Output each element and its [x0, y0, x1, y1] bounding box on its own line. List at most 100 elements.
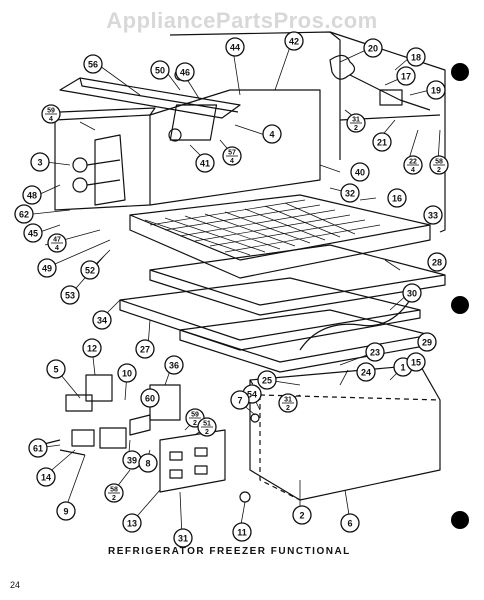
callout-25: 25 — [257, 370, 277, 390]
svg-text:47: 47 — [53, 237, 61, 244]
svg-text:34: 34 — [97, 316, 107, 326]
svg-text:2: 2 — [193, 420, 197, 427]
callout-2: 2 — [292, 505, 312, 525]
crisper-cover — [149, 244, 446, 306]
callout-31: 31 — [173, 528, 193, 548]
callout-22-4: 224 — [403, 155, 423, 175]
svg-text:16: 16 — [392, 194, 402, 204]
callout-9: 9 — [56, 501, 76, 521]
callout-49: 49 — [37, 258, 57, 278]
svg-text:50: 50 — [155, 66, 165, 76]
svg-text:40: 40 — [355, 168, 365, 178]
callout-6: 6 — [340, 513, 360, 533]
watermark: AppliancePartsPros.com — [106, 8, 378, 33]
callout-57-4: 574 — [222, 146, 242, 166]
callout-24: 24 — [356, 362, 376, 382]
svg-text:4: 4 — [230, 158, 234, 165]
callout-53: 53 — [60, 285, 80, 305]
svg-text:4: 4 — [49, 116, 53, 123]
callout-17: 17 — [396, 66, 416, 86]
callout-5: 5 — [46, 359, 66, 379]
svg-text:10: 10 — [122, 369, 132, 379]
svg-text:44: 44 — [230, 43, 240, 53]
svg-text:53: 53 — [65, 291, 75, 301]
svg-text:41: 41 — [200, 159, 210, 169]
svg-text:25: 25 — [262, 376, 272, 386]
svg-text:46: 46 — [180, 68, 190, 78]
callout-52: 52 — [80, 260, 100, 280]
svg-text:57: 57 — [228, 150, 236, 157]
svg-text:2: 2 — [112, 495, 116, 502]
callout-31-2: 312 — [346, 113, 366, 133]
svg-text:59: 59 — [47, 108, 55, 115]
svg-text:17: 17 — [401, 72, 411, 82]
callout-39: 39 — [122, 450, 142, 470]
svg-text:39: 39 — [127, 456, 137, 466]
callout-34: 34 — [92, 310, 112, 330]
callout-3: 3 — [30, 152, 50, 172]
page-number: 24 — [10, 580, 21, 590]
svg-text:31: 31 — [284, 397, 292, 404]
svg-text:7: 7 — [237, 396, 242, 406]
svg-text:45: 45 — [28, 229, 38, 239]
svg-text:56: 56 — [88, 60, 98, 70]
callout-31-2: 312 — [278, 393, 298, 413]
binder-hole-top — [451, 63, 469, 81]
callout-41: 41 — [195, 153, 215, 173]
svg-text:19: 19 — [431, 86, 441, 96]
callout-4: 4 — [262, 124, 282, 144]
callout-30: 30 — [402, 283, 422, 303]
binder-hole-bottom — [451, 511, 469, 529]
callout-44: 44 — [225, 37, 245, 57]
top-rail — [59, 77, 241, 119]
callout-32: 32 — [340, 183, 360, 203]
fan-blade — [329, 54, 356, 80]
callout-51-2: 512 — [197, 417, 217, 437]
callout-40: 40 — [350, 162, 370, 182]
callout-12: 12 — [82, 338, 102, 358]
callout-45: 45 — [23, 223, 43, 243]
callout-48: 48 — [22, 185, 42, 205]
callout-59-4: 594 — [41, 104, 61, 124]
cabinet-top-panel — [169, 31, 446, 233]
callout-46: 46 — [175, 62, 195, 82]
svg-text:28: 28 — [432, 258, 442, 268]
svg-text:4: 4 — [269, 130, 274, 140]
svg-text:20: 20 — [368, 44, 378, 54]
svg-text:49: 49 — [42, 264, 52, 274]
svg-text:9: 9 — [63, 507, 68, 517]
callout-21: 21 — [372, 132, 392, 152]
svg-text:52: 52 — [85, 266, 95, 276]
cabinet-right-edge — [329, 31, 341, 160]
svg-text:12: 12 — [87, 344, 97, 354]
callout-23: 23 — [365, 342, 385, 362]
callout-10: 10 — [117, 363, 137, 383]
svg-text:2: 2 — [205, 429, 209, 436]
svg-text:6: 6 — [347, 519, 352, 529]
svg-text:31: 31 — [352, 117, 360, 124]
svg-text:14: 14 — [41, 473, 51, 483]
svg-text:31: 31 — [178, 534, 188, 544]
callout-19: 19 — [426, 80, 446, 100]
glass-shelf — [119, 277, 421, 341]
callout-56: 56 — [83, 54, 103, 74]
svg-text:62: 62 — [19, 210, 29, 220]
svg-text:29: 29 — [422, 338, 432, 348]
callout-60: 60 — [140, 388, 160, 408]
svg-text:36: 36 — [169, 361, 179, 371]
svg-text:15: 15 — [411, 358, 421, 368]
svg-text:5: 5 — [53, 365, 58, 375]
callout-47-4: 474 — [47, 233, 67, 253]
svg-text:54: 54 — [247, 390, 257, 400]
svg-text:22: 22 — [409, 159, 417, 166]
callout-11: 11 — [232, 522, 252, 542]
svg-text:2: 2 — [354, 125, 358, 132]
svg-text:51: 51 — [203, 421, 211, 428]
callout-14: 14 — [36, 467, 56, 487]
diagram-caption: REFRIGERATOR FREEZER FUNCTIONAL — [108, 546, 351, 557]
callout-42: 42 — [284, 31, 304, 51]
callout-27: 27 — [135, 339, 155, 359]
callout-58-2: 582 — [429, 155, 449, 175]
svg-text:2: 2 — [437, 167, 441, 174]
